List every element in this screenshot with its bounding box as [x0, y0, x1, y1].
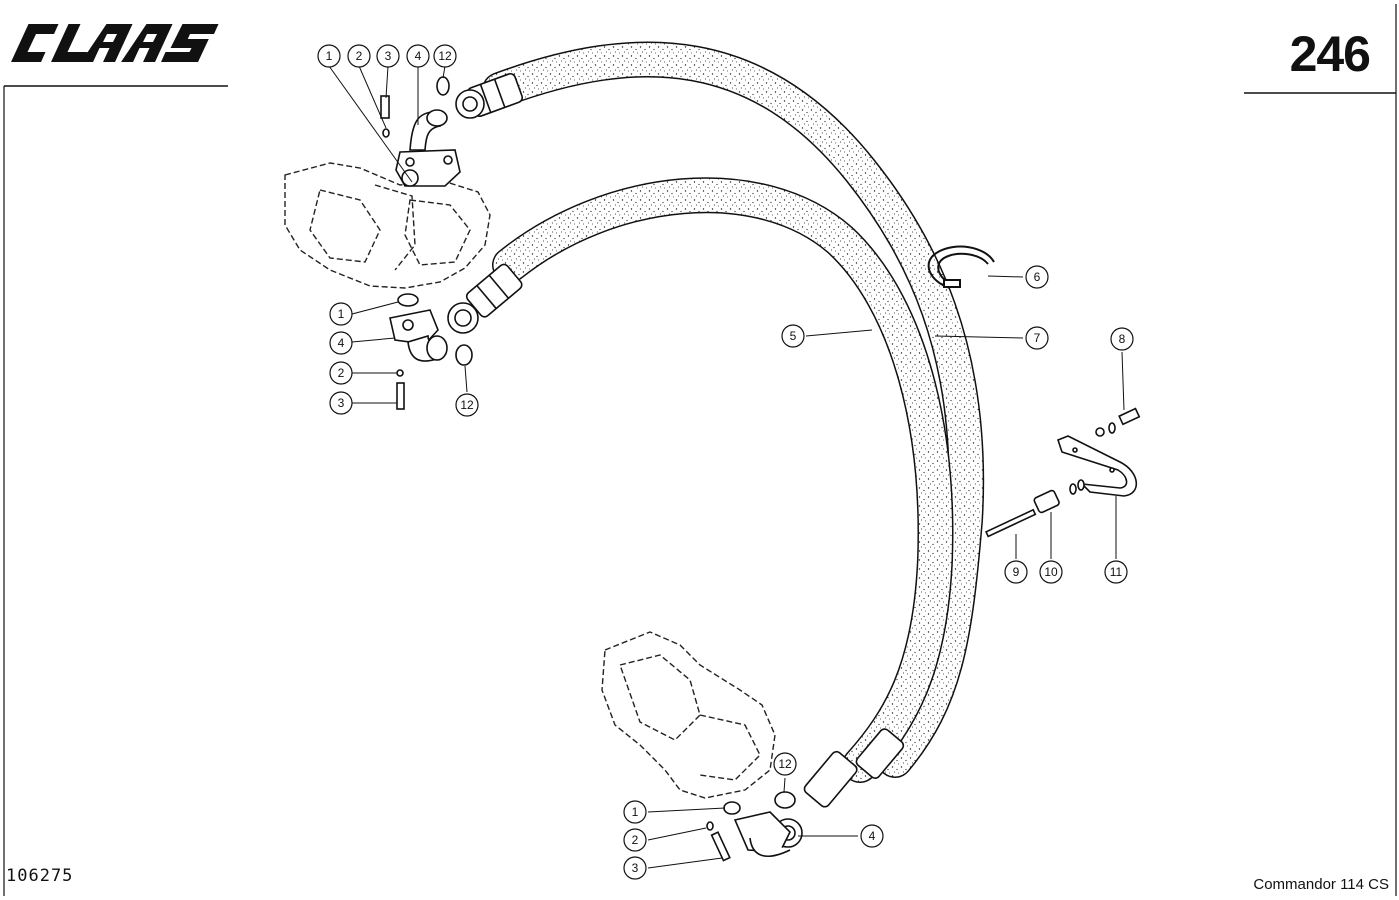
callout-bracket-11: 11 [1104, 560, 1128, 584]
callout-top-12: 12 [433, 44, 457, 68]
callout-bot-4: 4 [860, 824, 884, 848]
callout-bolt-8: 8 [1110, 327, 1134, 351]
callout-mid-12: 12 [455, 393, 479, 417]
callout-number: 9 [1013, 565, 1020, 579]
callout-number: 12 [438, 49, 452, 63]
callout-number: 1 [632, 805, 639, 819]
callout-number: 5 [790, 329, 797, 343]
callout-top-3: 3 [376, 44, 400, 68]
callout-mid-2: 2 [329, 361, 353, 385]
lower-motor-housing [601, 631, 776, 799]
callout-number: 3 [338, 396, 345, 410]
callout-number: 12 [778, 757, 792, 771]
upper-pump-housing [284, 162, 491, 289]
callout-number: 3 [385, 49, 392, 63]
callout-number: 12 [460, 398, 474, 412]
callout-number: 2 [632, 833, 639, 847]
callout-mid-4: 4 [329, 331, 353, 355]
callout-top-1: 1 [317, 44, 341, 68]
callout-mid-3: 3 [329, 391, 353, 415]
lower-flange-elbow [706, 791, 796, 862]
callout-number: 3 [632, 861, 639, 875]
callout-bolt-9: 9 [1004, 560, 1028, 584]
hose-clamp [927, 245, 995, 289]
callout-number: 4 [869, 829, 876, 843]
callout-mid-1: 1 [329, 302, 353, 326]
callout-number: 2 [338, 366, 345, 380]
callout-hose-7: 7 [1025, 326, 1049, 350]
hose-7-body [482, 41, 985, 778]
callout-number: 2 [356, 49, 363, 63]
callout-top-4: 4 [406, 44, 430, 68]
callout-bot-12: 12 [773, 752, 797, 776]
mounting-bracket-group [985, 407, 1141, 538]
callout-clamp-6: 6 [1025, 265, 1049, 289]
model-name: Commandor 114 CS [1253, 876, 1389, 893]
middle-flange-elbow [389, 293, 473, 410]
callout-top-2: 2 [347, 44, 371, 68]
drawing-id: 106275 [6, 866, 74, 886]
callout-hose-5: 5 [781, 324, 805, 348]
callout-number: 7 [1034, 331, 1041, 345]
hose-fittings [447, 72, 905, 848]
lower-hose-ferrule [803, 750, 858, 808]
callout-bot-2: 2 [623, 828, 647, 852]
callout-number: 1 [338, 307, 345, 321]
upper-flange-elbow [380, 76, 461, 187]
callout-number: 4 [338, 336, 345, 350]
callout-number: 4 [415, 49, 422, 63]
hose-assemblies [482, 41, 985, 783]
page-number: 246 [1289, 26, 1371, 82]
claas-logo [11, 24, 219, 62]
callout-bot-1: 1 [623, 800, 647, 824]
callout-number: 1 [326, 49, 333, 63]
callout-bot-3: 3 [623, 856, 647, 880]
callout-spacer-10: 10 [1039, 560, 1063, 584]
middle-hose-ferrule [465, 263, 523, 318]
callout-number: 10 [1044, 565, 1058, 579]
callout-number: 6 [1034, 270, 1041, 284]
callout-number: 8 [1119, 332, 1126, 346]
callout-number: 11 [1110, 565, 1123, 579]
